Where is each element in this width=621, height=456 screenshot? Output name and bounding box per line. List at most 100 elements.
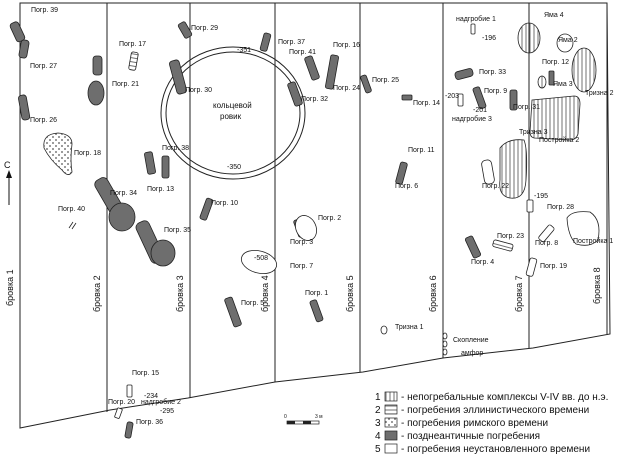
feature-label-y2: Яма 2 — [558, 37, 578, 44]
legend: 1 - непогребальные комплексы V-IV вв. до … — [375, 391, 608, 455]
bank-label: бровка 1 — [5, 269, 15, 306]
legend-swatch — [384, 417, 398, 428]
feature-label-g24: Погр. 24 — [333, 85, 360, 92]
scale-zero: 0 — [284, 414, 287, 420]
bank-label: бровка 2 — [92, 275, 102, 312]
depth-mark: -508 — [254, 255, 268, 262]
ring-ditch: кольцевой ровик — [160, 46, 306, 180]
depth-mark: -201 — [473, 107, 487, 114]
legend-text: - погребения эллинистического времени — [401, 404, 589, 416]
feature-label-t1: Тризна 1 — [395, 324, 424, 331]
feature-label-g11: Погр. 11 — [408, 147, 435, 154]
feature-label-g22: Погр. 22 — [482, 183, 509, 190]
bank-label: бровка 3 — [175, 275, 185, 312]
feature-label-g2: Погр. 2 — [318, 215, 341, 222]
feature-label-g19: Погр. 19 — [540, 263, 567, 270]
feature-label-g10: Погр. 10 — [211, 200, 238, 207]
depth-mark: -203 — [445, 93, 459, 100]
ring-label-2: ровик — [220, 112, 242, 121]
feature-label-amph1: Скопление — [453, 337, 489, 344]
feature-label-g38: Погр. 38 — [162, 145, 189, 152]
excavation-boundary — [19, 2, 611, 429]
feature-label-g26: Погр. 26 — [30, 117, 57, 124]
bank-label: бровка 7 — [514, 275, 524, 312]
north-arrow: С — [4, 160, 12, 205]
feature-label-b1: Постройка 1 — [573, 237, 613, 245]
depth-mark: -234 — [144, 393, 158, 400]
legend-swatch — [384, 391, 398, 402]
feature-label-g13: Погр. 13 — [147, 186, 174, 193]
depth-marks: -351-350-508-196-203-201-195-234-295 — [144, 35, 548, 415]
legend-swatch — [384, 404, 398, 415]
feature-label-g14: Погр. 14 — [413, 100, 440, 107]
late-antique-burials — [9, 21, 555, 328]
depth-mark: -351 — [237, 47, 251, 54]
feature-label-g29: Погр. 29 — [191, 25, 218, 32]
feature-label-g39: Погр. 39 — [31, 7, 58, 14]
feature-label-g16: Погр. 16 — [333, 42, 360, 49]
scale-end: 3 м — [315, 414, 323, 420]
undated-burials — [68, 23, 600, 439]
feature-label-g23: Погр. 23 — [497, 233, 524, 240]
legend-number: 2 — [375, 405, 381, 416]
feature-label-t2: Тризна 2 — [585, 90, 614, 97]
legend-swatch — [384, 430, 398, 441]
feature-label-g3: Погр. 3 — [290, 239, 313, 246]
feature-label-g1: Погр. 1 — [305, 290, 328, 297]
feature-label-g12: Погр. 12 — [542, 59, 569, 66]
feature-label-g31: Погр. 31 — [513, 104, 540, 111]
feature-label-g9: Погр. 9 — [484, 88, 507, 95]
non-funerary-complexes — [499, 22, 597, 199]
feature-label-g32: Погр. 32 — [301, 96, 328, 103]
feature-label-g6: Погр. 6 — [395, 183, 418, 190]
feature-label-g35: Погр. 35 — [164, 227, 191, 234]
feature-label-b2: Постройка 2 — [539, 136, 579, 144]
feature-label-amph2: амфор — [461, 350, 483, 357]
feature-label-n2: надгробие 2 — [141, 398, 181, 406]
feature-label-g40: Погр. 40 — [58, 206, 85, 213]
feature-label-g5: Погр. 5 — [241, 300, 264, 307]
depth-mark: -295 — [160, 408, 174, 415]
feature-label-g25: Погр. 25 — [372, 77, 399, 84]
feature-label-g37: Погр. 37 — [278, 39, 305, 46]
legend-swatch — [384, 443, 398, 454]
feature-label-g41: Погр. 41 — [289, 49, 316, 56]
feature-label-g30: Погр. 30 — [185, 87, 212, 94]
legend-number: 3 — [375, 418, 381, 429]
feature-label-n3: надгробие 3 — [452, 115, 492, 123]
feature-label-g17: Погр. 17 — [119, 41, 146, 48]
feature-label-g8: Погр. 8 — [535, 240, 558, 247]
feature-label-g34: Погр. 34 — [110, 190, 137, 197]
legend-number: 1 — [375, 392, 381, 403]
feature-label-g21: Погр. 21 — [112, 81, 139, 88]
bank-label: бровка 4 — [260, 275, 270, 312]
ring-label-1: кольцевой — [213, 101, 252, 110]
feature-label-g27: Погр. 27 — [30, 63, 57, 70]
feature-label-g18: Погр. 18 — [74, 150, 101, 157]
bank-label: бровка 5 — [345, 275, 355, 312]
legend-text: - непогребальные комплексы V-IV вв. до н… — [401, 391, 608, 403]
scale-bar: 0 3 м — [284, 414, 323, 425]
bank-label: бровка 6 — [428, 275, 438, 312]
feature-label-y3: Яма 3 — [553, 81, 573, 88]
legend-text: - погребения неустановленного времени — [401, 443, 590, 455]
feature-label-g28: Погр. 28 — [547, 204, 574, 211]
legend-text: - позднеантичные погребения — [401, 430, 540, 442]
depth-mark: -196 — [482, 35, 496, 42]
feature-label-g33: Погр. 33 — [479, 69, 506, 76]
depth-mark: -350 — [227, 164, 241, 171]
bank-label: бровка 8 — [592, 267, 602, 304]
feature-label-g36: Погр. 36 — [136, 419, 163, 426]
legend-number: 5 — [375, 444, 381, 455]
feature-label-g4: Погр. 4 — [471, 259, 494, 266]
feature-label-g15: Погр. 15 — [132, 370, 159, 377]
feature-label-y4: Яма 4 — [544, 12, 564, 19]
north-label: С — [4, 160, 11, 170]
bank-labels: бровка 1 бровка 2 бровка 3 бровка 4 бровка 5… — [5, 267, 602, 312]
legend-number: 4 — [375, 431, 381, 442]
hellenistic-burials — [128, 51, 514, 252]
feature-label-g20: Погр. 20 — [108, 399, 135, 406]
